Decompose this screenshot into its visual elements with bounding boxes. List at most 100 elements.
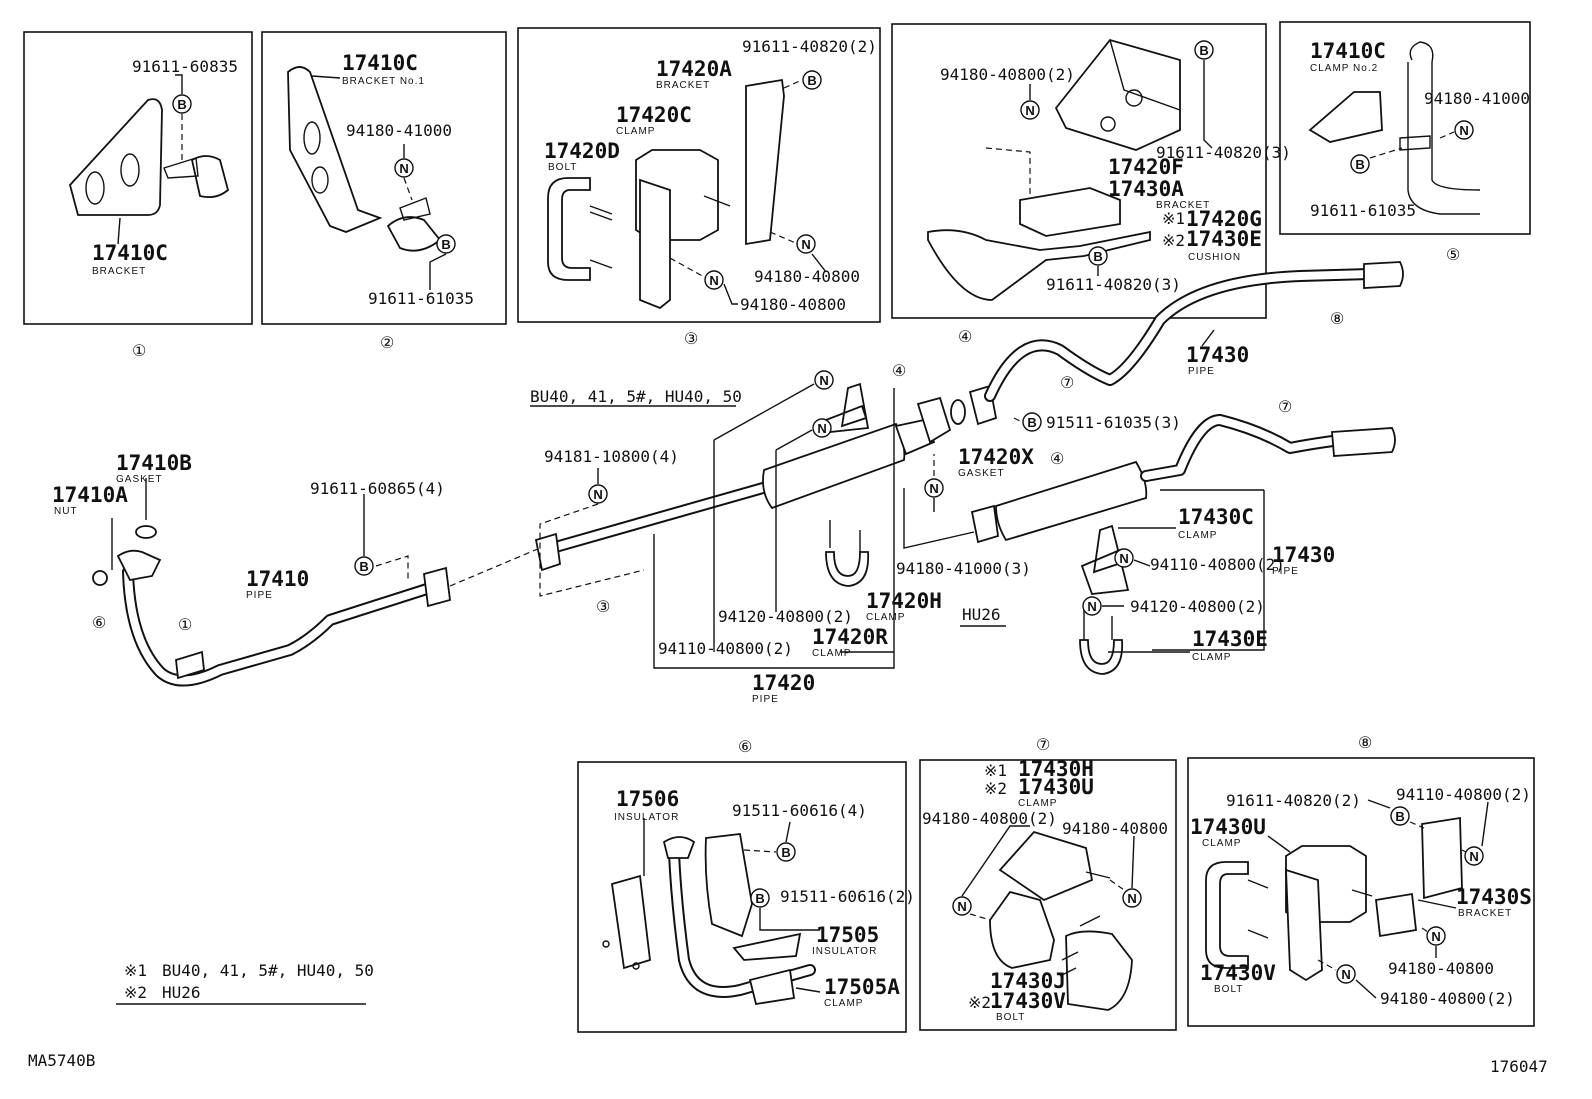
p1-part-17410C: 17410C <box>92 241 168 265</box>
part-94110-40800-a: 94110-40800(2) <box>658 639 793 658</box>
legend-mark-1: ※1 <box>124 961 147 980</box>
p7-part-17430H: 17430H <box>1018 757 1094 781</box>
main-mark-3: ③ <box>596 599 610 616</box>
p8-desc-clamp: CLAMP <box>1202 838 1241 849</box>
desc-pipe-17410: PIPE <box>246 590 273 601</box>
main-mark-4-b: ④ <box>1050 451 1064 468</box>
p4-part-91611-40820-a: 91611-40820(3) <box>1156 143 1291 162</box>
desc-pipe-17420: PIPE <box>752 694 779 705</box>
part-17430-upper: 17430 <box>1186 343 1249 367</box>
p7-desc-clamp: CLAMP <box>1018 798 1057 809</box>
p4-part-17430A: 17430A <box>1108 177 1184 201</box>
p7-note-2b: ※2 <box>968 993 991 1012</box>
p8-part-17430V: 17430V <box>1200 961 1276 985</box>
p6-desc-clamp: CLAMP <box>824 998 863 1009</box>
p2-part-17410C: 17410C <box>342 51 418 75</box>
part-17410B: 17410B <box>116 451 192 475</box>
desc-clamp-17430C: CLAMP <box>1178 530 1217 541</box>
p8-desc-bolt: BOLT <box>1214 984 1243 995</box>
p6-part-91511-60616-4: 91511-60616(4) <box>732 801 867 820</box>
p5-part-91611-61035: 91611-61035 <box>1310 201 1416 220</box>
p8-part-17430S: 17430S <box>1456 885 1532 909</box>
p4-note-1: ※1 <box>1162 209 1185 228</box>
desc-nut: NUT <box>54 506 78 517</box>
p3-desc-bolt: BOLT <box>548 162 577 173</box>
part-17430C: 17430C <box>1178 505 1254 529</box>
part-94181-10800: 94181-10800(4) <box>544 447 679 466</box>
p3-part-94180-40800-a: 94180-40800 <box>754 267 860 286</box>
part-94120-40800-b: 94120-40800(2) <box>1130 597 1265 616</box>
p3-desc-bracket: BRACKET <box>656 80 710 91</box>
p5-desc-clamp-no2: CLAMP No.2 <box>1310 63 1378 74</box>
panel-7: ⑦ ※1 17430H ※2 17430U CLAMP 94180-40800(… <box>919 737 1177 1031</box>
main-mark-6: ⑥ <box>92 615 106 632</box>
p8-part-17430U: 17430U <box>1190 815 1266 839</box>
p4-desc-cushion: CUSHION <box>1188 252 1241 263</box>
part-17410A: 17410A <box>52 483 128 507</box>
panel-5: 17410C CLAMP No.2 94180-41000 91611-6103… <box>1279 21 1531 264</box>
p3-part-17420C: 17420C <box>616 103 692 127</box>
part-94110-40800-b: 94110-40800(2) <box>1150 555 1285 574</box>
desc-gasket-17420X: GASKET <box>958 468 1005 479</box>
p4-note-2: ※2 <box>1162 231 1185 250</box>
p7-part-17430V: 17430V <box>990 989 1066 1013</box>
doc-code: MA5740B <box>28 1051 95 1070</box>
legend-text-2: HU26 <box>162 983 201 1002</box>
main-mark-7-a: ⑦ <box>1060 375 1074 392</box>
part-17420H: 17420H <box>866 589 942 613</box>
p6-desc-insulator-17505: INSULATOR <box>812 946 877 957</box>
panel-6: ⑥ 17506 INSULATOR 91511-60616(4) 91511-6… <box>577 739 915 1033</box>
p3-part-17420A: 17420A <box>656 57 732 81</box>
p8-part-94180-40800: 94180-40800 <box>1388 959 1494 978</box>
panel-8: ⑧ 91611-40820(2) 94110-40800(2) 17430U C… <box>1187 735 1535 1027</box>
part-17420X: 17420X <box>958 445 1034 469</box>
legend-mark-2: ※2 <box>124 983 147 1002</box>
p2-part-91611-61035: 91611-61035 <box>368 289 474 308</box>
panel-8-mark: ⑧ <box>1358 735 1372 752</box>
p1-desc-bracket: BRACKET <box>92 266 146 277</box>
legend: ※1 BU40, 41, 5#, HU40, 50 ※2 HU26 <box>116 961 374 1005</box>
part-17420R: 17420R <box>812 625 888 649</box>
p5-part-17410C: 17410C <box>1310 39 1386 63</box>
p7-part-17430U: 17430U <box>1018 775 1094 799</box>
p7-desc-bolt: BOLT <box>996 1012 1025 1023</box>
panel-6-mark: ⑥ <box>738 739 752 756</box>
p2-part-94180-41000: 94180-41000 <box>346 121 452 140</box>
part-91511-61035: 91511-61035(3) <box>1046 413 1181 432</box>
p7-part-94180-40800-2: 94180-40800(2) <box>922 809 1057 828</box>
desc-pipe-17430-upper: PIPE <box>1188 366 1215 377</box>
legend-text-1: BU40, 41, 5#, HU40, 50 <box>162 961 374 980</box>
p6-part-17506: 17506 <box>616 787 679 811</box>
p7-note-2: ※2 <box>984 779 1007 798</box>
desc-pipe-17430-lower: PIPE <box>1272 566 1299 577</box>
page-code: 176047 <box>1490 1057 1548 1076</box>
main-mark-7-b: ⑦ <box>1278 399 1292 416</box>
p4-part-17430E: 17430E <box>1186 227 1262 251</box>
p4-part-94180-40800: 94180-40800(2) <box>940 65 1075 84</box>
panel-1: 91611-60835 17410C BRACKET ① <box>23 31 253 360</box>
desc-clamp-17420H: CLAMP <box>866 612 905 623</box>
main-exhaust-assembly: BU40, 41, 5#, HU40, 50 17410B GASKET 174… <box>52 261 1404 705</box>
p6-desc-insulator-17506: INSULATOR <box>614 812 679 823</box>
p8-part-91611-40820: 91611-40820(2) <box>1226 791 1361 810</box>
p4-part-17420F: 17420F <box>1108 155 1184 179</box>
p2-desc-bracket-no1: BRACKET No.1 <box>342 76 425 87</box>
part-17410: 17410 <box>246 567 309 591</box>
p3-part-17420D: 17420D <box>544 139 620 163</box>
p7-part-17430J: 17430J <box>990 969 1066 993</box>
p4-part-17420G: 17420G <box>1186 207 1262 231</box>
panel-4-mark: ④ <box>958 329 972 346</box>
part-91611-60865: 91611-60865(4) <box>310 479 445 498</box>
p4-desc-bracket: BRACKET <box>1156 200 1210 211</box>
panel-2: 17410C BRACKET No.1 94180-41000 91611-61… <box>261 31 507 352</box>
panel-5-mark: ⑤ <box>1446 247 1460 264</box>
p8-part-94110-40800: 94110-40800(2) <box>1396 785 1531 804</box>
p7-note-1: ※1 <box>984 761 1007 780</box>
panel-7-mark: ⑦ <box>1036 737 1050 754</box>
part-94180-41000-3: 94180-41000(3) <box>896 559 1031 578</box>
panel-4: 94180-40800(2) 91611-40820(3) 17420F 174… <box>891 23 1291 346</box>
desc-gasket: GASKET <box>116 474 163 485</box>
p1-part-91611-60835: 91611-60835 <box>132 57 238 76</box>
p7-part-94180-40800: 94180-40800 <box>1062 819 1168 838</box>
